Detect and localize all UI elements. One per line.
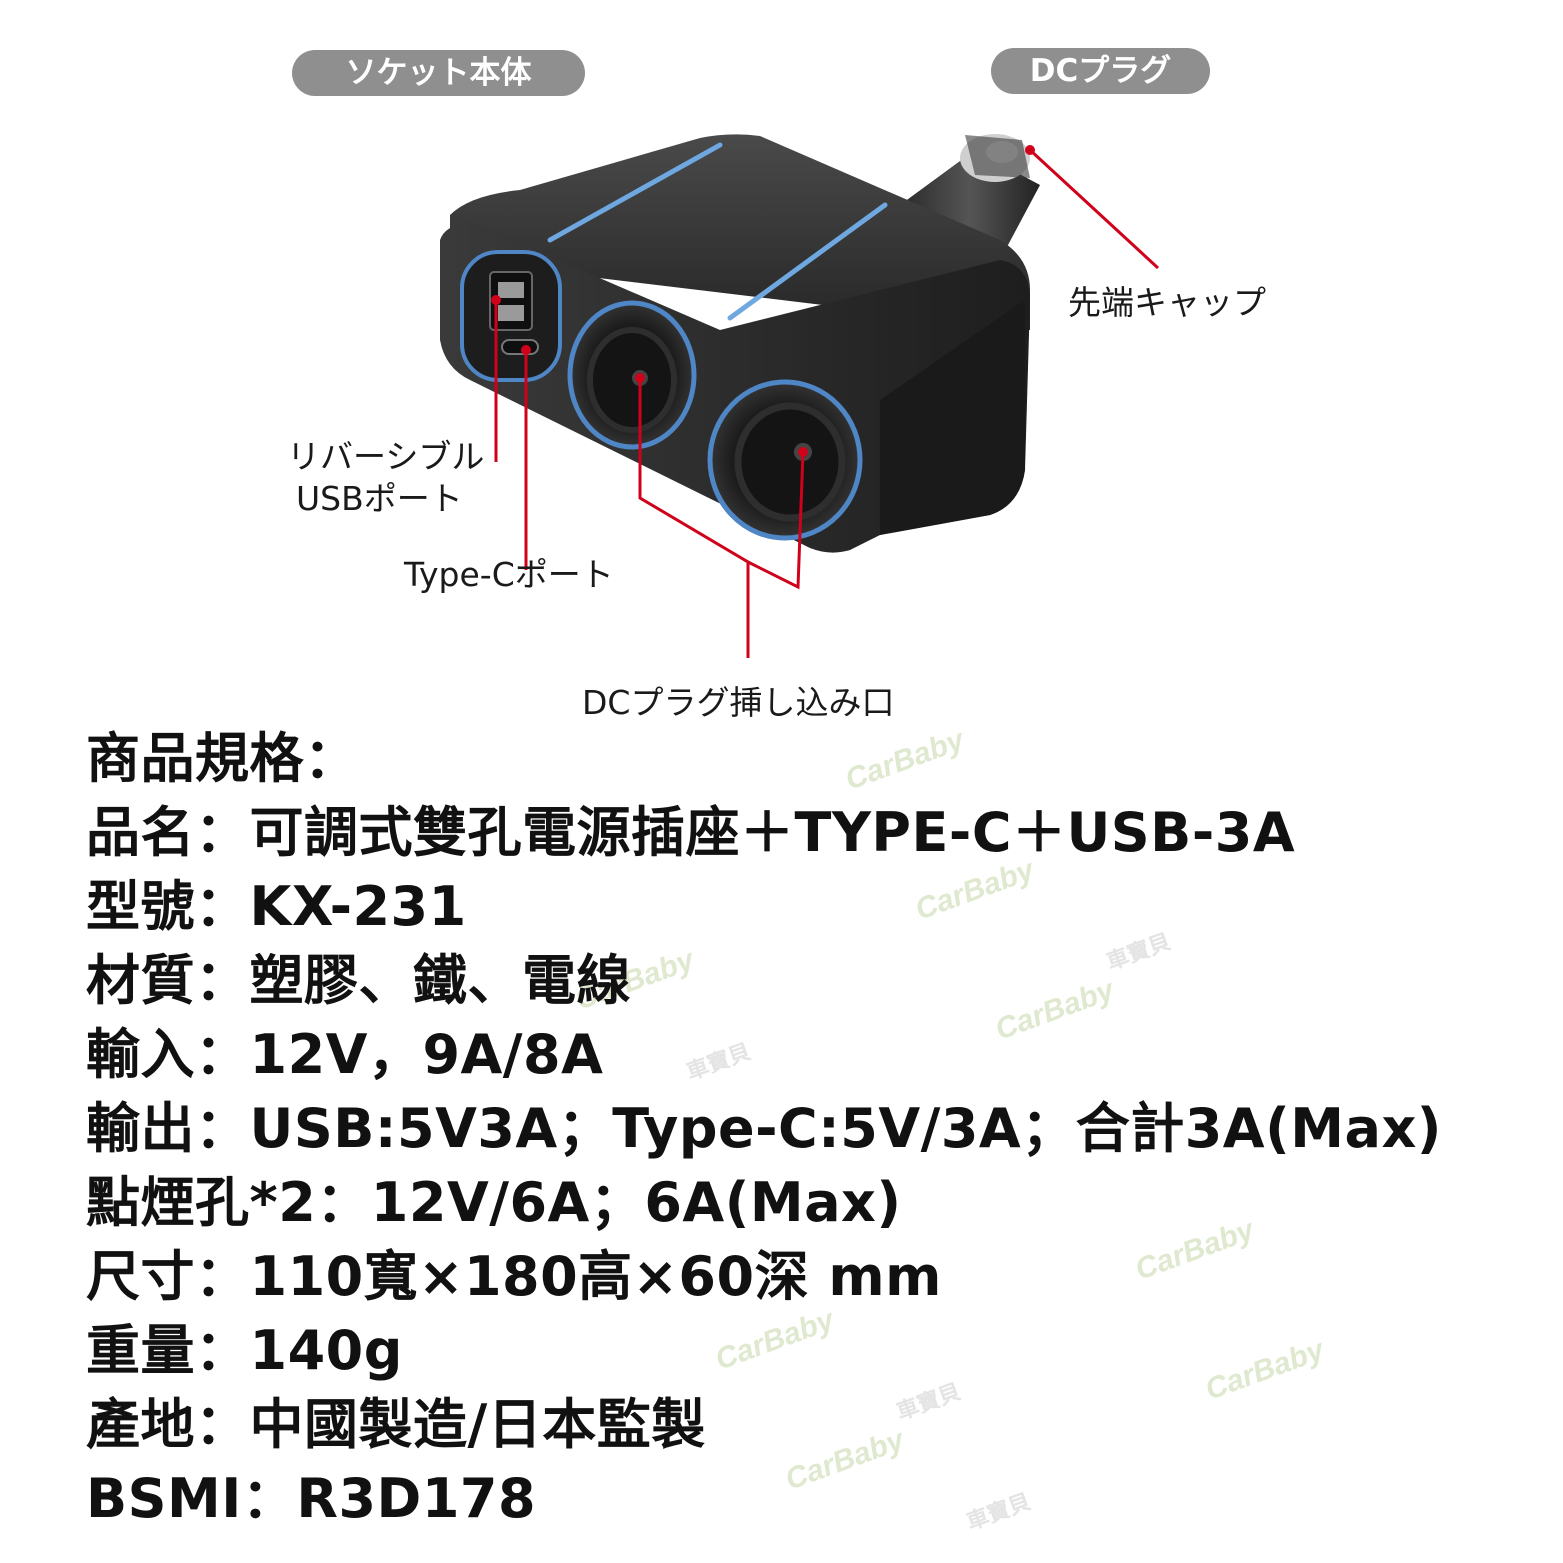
accent-glow-line <box>727 202 888 321</box>
accent-glow-line <box>547 142 723 243</box>
socket-body-top <box>450 134 1030 330</box>
spec-line: 材質：塑膠、鐵、電線 <box>86 949 631 1012</box>
usb-port-panel <box>460 250 562 382</box>
spec-line: 型號：KX-231 <box>86 875 467 938</box>
spec-heading: 商品規格： <box>86 727 359 790</box>
spec-list: 商品規格： 品名：可調式雙孔電源插座＋TYPE-C＋USB-3A 型號：KX-2… <box>86 722 1442 1536</box>
usb-port-label-line2: USBポート <box>296 479 463 518</box>
spec-line: 產地：中國製造/日本監製 <box>86 1393 706 1456</box>
socket-body-label: ソケット本体 <box>292 50 585 96</box>
spec-line: 重量：140g <box>86 1319 403 1382</box>
spec-line: 點煙孔*2：12V/6A；6A(Max) <box>86 1171 902 1234</box>
product-illustration <box>440 134 1160 658</box>
lighter-socket-icon <box>707 379 863 541</box>
dc-inlet-label: DCプラグ挿し込み口 <box>582 683 895 722</box>
leader-lines <box>494 148 1160 658</box>
spec-line: 輸出：USB:5V3A；Type-C:5V/3A；合計3A(Max) <box>86 1097 1442 1160</box>
spec-line: 輸入：12V，9A/8A <box>86 1023 604 1086</box>
spec-line: BSMI：R3D178 <box>86 1467 537 1530</box>
lighter-socket-icon <box>567 300 697 450</box>
tip-cap-label: 先端キャップ <box>1068 283 1266 322</box>
spec-line: 尺寸：110寬×180高×60深 mm <box>86 1245 942 1308</box>
usb-port-label-line1: リバーシブル <box>287 437 485 476</box>
typec-port-label: Type-Cポート <box>404 555 614 594</box>
dc-plug-label: DCプラグ <box>991 48 1210 94</box>
spec-line: 品名：可調式雙孔電源插座＋TYPE-C＋USB-3A <box>86 801 1296 864</box>
